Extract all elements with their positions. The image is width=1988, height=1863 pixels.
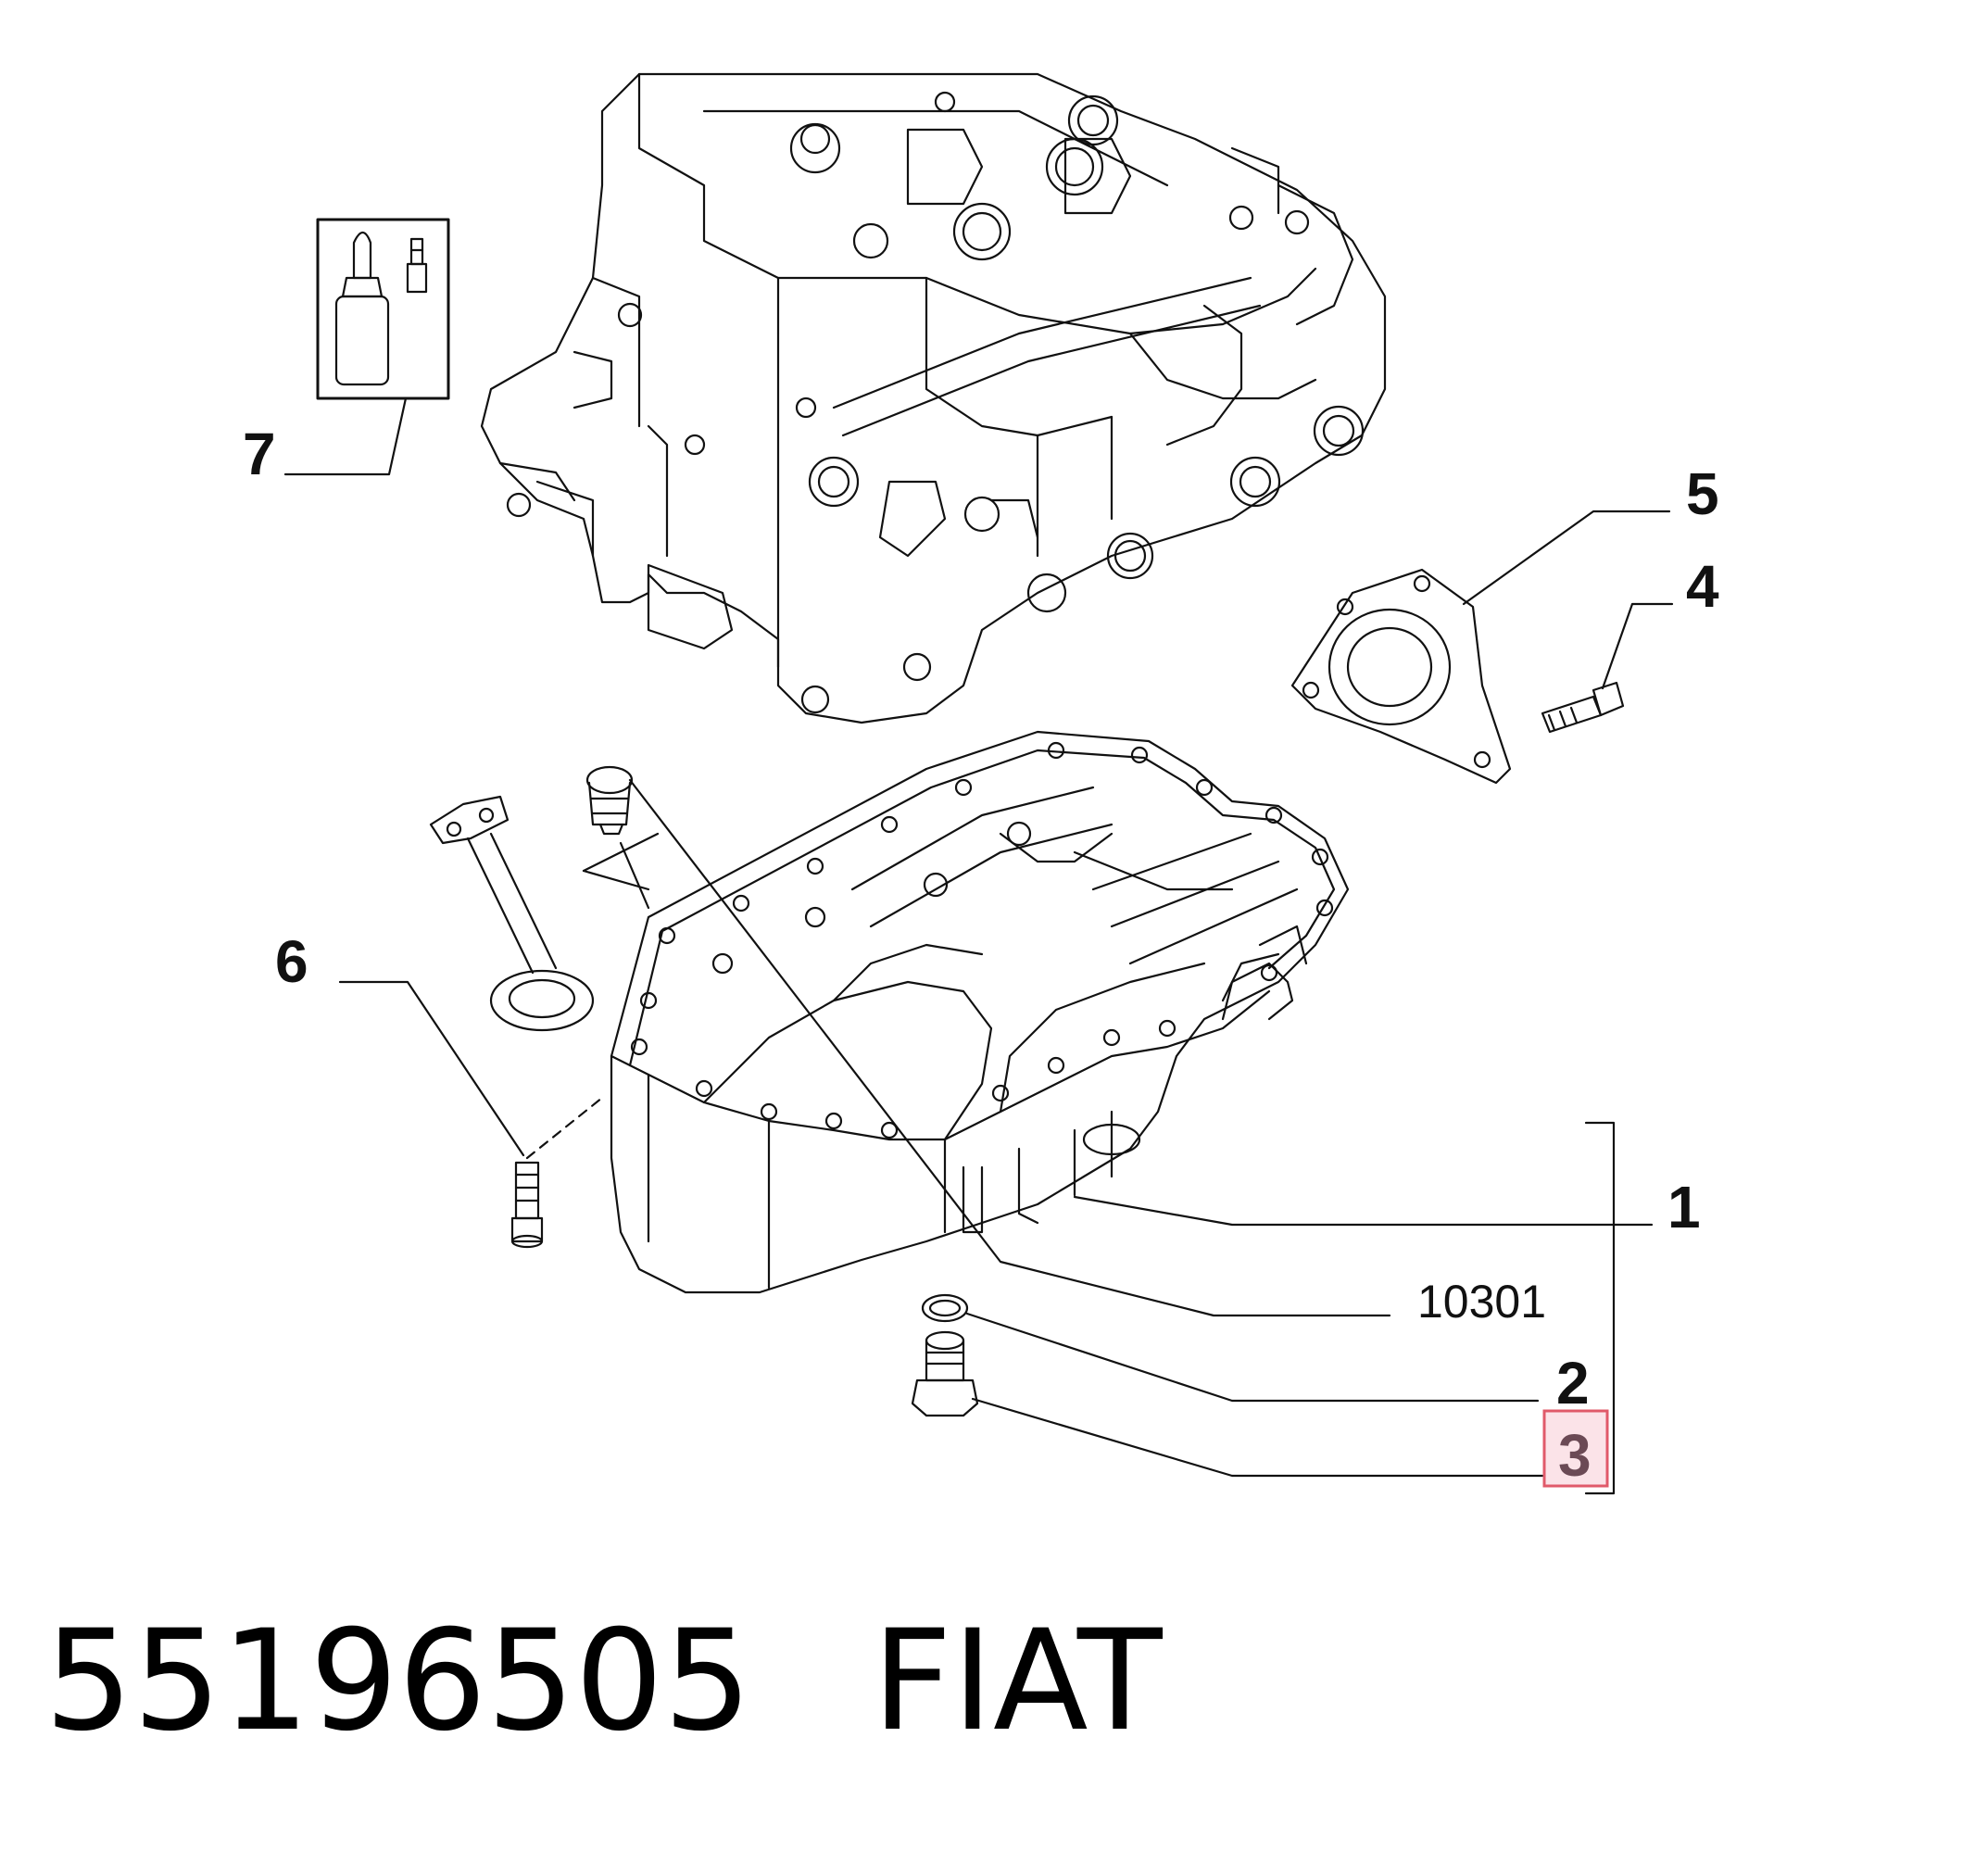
callout-7: 7 bbox=[243, 421, 276, 487]
sealant-kit-box bbox=[316, 218, 450, 400]
reference-group-label: 10301 bbox=[1417, 1276, 1546, 1328]
seal-cover-bolt bbox=[1541, 681, 1625, 734]
pan-bolt bbox=[510, 1161, 544, 1249]
engine-block bbox=[480, 72, 1387, 724]
drain-plug bbox=[911, 1330, 979, 1417]
callout-2: 2 bbox=[1556, 1350, 1590, 1416]
applicator-cap-icon bbox=[409, 237, 424, 266]
leader-7 bbox=[283, 397, 408, 476]
group-bracket bbox=[1584, 1121, 1616, 1495]
leader-10301 bbox=[628, 778, 1391, 1317]
leader-6 bbox=[338, 980, 525, 1157]
oil-strainer bbox=[582, 765, 660, 910]
highlight-box-3 bbox=[1542, 1409, 1609, 1488]
callout-6: 6 bbox=[275, 928, 308, 995]
sealing-washer bbox=[921, 1293, 969, 1323]
part-number: 55196505 bbox=[44, 1601, 752, 1762]
callout-5: 5 bbox=[1686, 460, 1719, 527]
callout-4: 4 bbox=[1686, 553, 1719, 620]
leader-2 bbox=[965, 1312, 1540, 1403]
bolt-alignment-line bbox=[525, 1096, 604, 1160]
leader-1 bbox=[1073, 1195, 1654, 1227]
dipstick-tube bbox=[429, 795, 595, 1032]
rear-seal-cover bbox=[1290, 568, 1512, 785]
brand-name: FIAT bbox=[872, 1601, 1163, 1762]
leader-4 bbox=[1601, 602, 1674, 690]
sealant-tube-icon bbox=[352, 231, 372, 280]
leader-5 bbox=[1462, 510, 1671, 606]
callout-1: 1 bbox=[1667, 1174, 1701, 1240]
callout-3: 3 bbox=[1558, 1422, 1592, 1489]
oil-pan bbox=[610, 730, 1350, 1294]
leader-3 bbox=[971, 1397, 1544, 1478]
leader-lines bbox=[283, 397, 1674, 1495]
